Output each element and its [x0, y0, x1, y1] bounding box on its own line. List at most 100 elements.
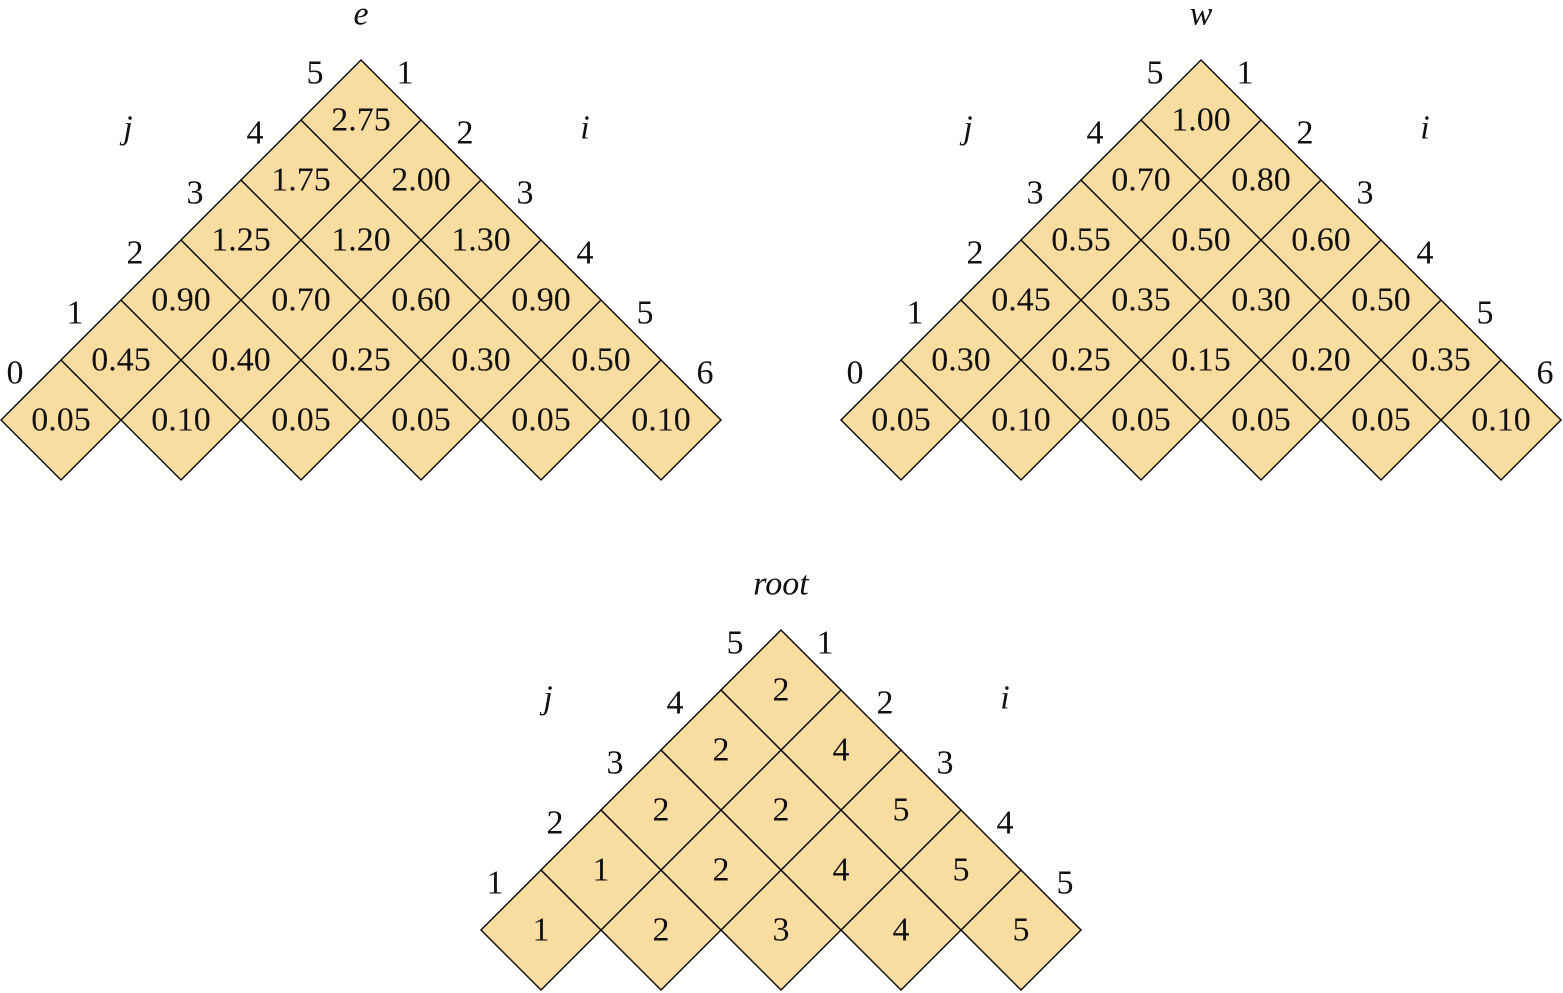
right-index-label: 5 [1477, 295, 1494, 332]
cell-value: 2.00 [391, 162, 451, 199]
table-cell: 1.00 [1139, 58, 1263, 182]
cell-value: 0.45 [91, 342, 151, 379]
cell-value: 0.55 [1051, 222, 1111, 259]
right-index-label: 6 [697, 355, 714, 392]
cell-value: 0.90 [151, 282, 211, 319]
right-index-label: 1 [397, 55, 414, 92]
cell-value: 0.05 [1111, 402, 1171, 439]
right-index-label: 3 [937, 745, 954, 782]
cell-value: 4 [833, 852, 850, 889]
cell-value: 0.05 [871, 402, 931, 439]
table-cell: 2 [719, 628, 843, 752]
axis-label-i: i [1420, 110, 1429, 147]
cell-value: 0.90 [511, 282, 571, 319]
right-index-label: 4 [997, 805, 1014, 842]
cell-value: 2 [713, 852, 730, 889]
cell-value: 0.30 [1231, 282, 1291, 319]
left-index-label: 0 [847, 355, 864, 392]
axis-label-i: i [1000, 680, 1009, 717]
cell-value: 0.10 [1471, 402, 1531, 439]
right-index-label: 1 [817, 625, 834, 662]
left-index-label: 5 [1147, 55, 1164, 92]
cell-value: 0.20 [1291, 342, 1351, 379]
cell-value: 1.25 [211, 222, 271, 259]
cell-diamond [719, 628, 843, 752]
cell-value: 0.50 [1171, 222, 1231, 259]
cell-value: 0.05 [271, 402, 331, 439]
cell-value: 1.75 [271, 162, 331, 199]
cell-value: 0.25 [331, 342, 391, 379]
cell-value: 2.75 [331, 102, 391, 139]
left-index-label: 0 [7, 355, 24, 392]
cell-value: 2 [773, 792, 790, 829]
right-index-label: 2 [457, 115, 474, 152]
table-title: w [1190, 0, 1213, 33]
cell-value: 0.50 [571, 342, 631, 379]
cell-value: 4 [833, 732, 850, 769]
left-index-label: 2 [547, 805, 564, 842]
cell-value: 0.50 [1351, 282, 1411, 319]
right-index-label: 4 [577, 235, 594, 272]
left-index-label: 1 [487, 865, 504, 902]
right-index-label: 4 [1417, 235, 1434, 272]
left-index-label: 1 [67, 295, 84, 332]
cell-value: 0.10 [151, 402, 211, 439]
left-index-label: 3 [187, 175, 204, 212]
axis-label-i: i [580, 110, 589, 147]
cell-value: 1 [593, 852, 610, 889]
cell-value: 1.30 [451, 222, 511, 259]
right-index-label: 2 [877, 685, 894, 722]
right-index-label: 5 [637, 295, 654, 332]
left-index-label: 3 [607, 745, 624, 782]
cell-value: 2 [773, 672, 790, 709]
cell-value: 2 [653, 792, 670, 829]
cell-value: 0.05 [1351, 402, 1411, 439]
left-index-label: 1 [907, 295, 924, 332]
cell-value: 5 [953, 852, 970, 889]
right-index-label: 3 [517, 175, 534, 212]
left-index-label: 4 [1087, 115, 1104, 152]
cell-value: 0.35 [1411, 342, 1471, 379]
cell-value: 0.80 [1231, 162, 1291, 199]
table-title: root [753, 566, 810, 603]
cell-value: 1.00 [1171, 102, 1231, 139]
left-index-label: 5 [727, 625, 744, 662]
left-index-label: 3 [1027, 175, 1044, 212]
cell-value: 1.20 [331, 222, 391, 259]
left-index-label: 4 [247, 115, 264, 152]
cell-value: 0.70 [1111, 162, 1171, 199]
left-index-label: 5 [307, 55, 324, 92]
cell-value: 0.05 [511, 402, 571, 439]
left-index-label: 2 [967, 235, 984, 272]
cell-diamond [1139, 58, 1263, 182]
cell-value: 0.10 [631, 402, 691, 439]
right-index-label: 5 [1057, 865, 1074, 902]
cell-value: 2 [713, 732, 730, 769]
cell-value: 0.70 [271, 282, 331, 319]
right-index-label: 6 [1537, 355, 1554, 392]
cell-value: 0.15 [1171, 342, 1231, 379]
cell-value: 0.25 [1051, 342, 1111, 379]
right-index-label: 1 [1237, 55, 1254, 92]
cell-value: 2 [653, 912, 670, 949]
cell-value: 0.05 [391, 402, 451, 439]
cell-value: 0.10 [991, 402, 1051, 439]
cell-value: 0.05 [31, 402, 91, 439]
axis-label-j: j [539, 680, 552, 717]
left-index-label: 2 [127, 235, 144, 272]
cell-diamond [299, 58, 423, 182]
right-index-label: 3 [1357, 175, 1374, 212]
table-cell: 2.75 [299, 58, 423, 182]
cell-value: 0.40 [211, 342, 271, 379]
cell-value: 0.05 [1231, 402, 1291, 439]
cell-value: 5 [1013, 912, 1030, 949]
left-index-label: 4 [667, 685, 684, 722]
cell-value: 0.30 [931, 342, 991, 379]
cell-value: 0.35 [1111, 282, 1171, 319]
right-index-label: 2 [1297, 115, 1314, 152]
cell-value: 5 [893, 792, 910, 829]
